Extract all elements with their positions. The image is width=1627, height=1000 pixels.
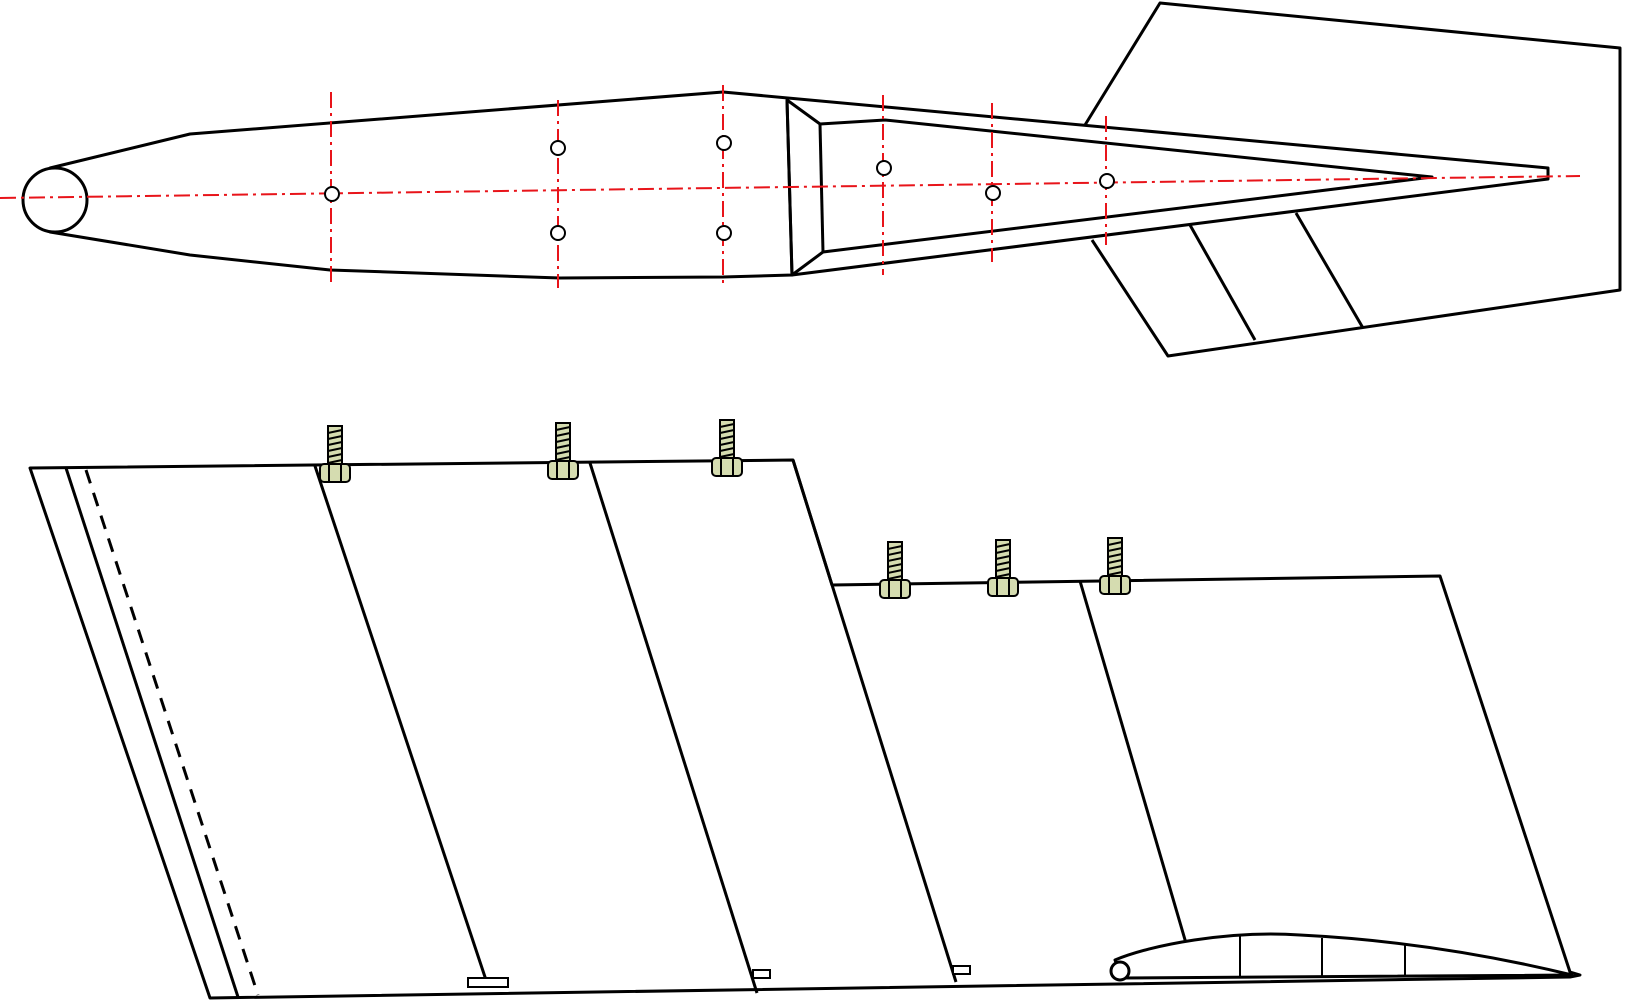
bottom-tab (952, 965, 971, 975)
mounting-hole (985, 185, 1001, 201)
fin-stripe-1 (1188, 224, 1257, 341)
spar-inner-joint (818, 123, 825, 253)
airfoil-spar-circle (1109, 960, 1131, 982)
wing-panel-outline (28, 458, 1582, 1000)
mounting-hole (876, 160, 892, 176)
bolt-icon (711, 419, 743, 477)
mounting-hole (550, 140, 566, 156)
bolt-icon (319, 425, 351, 483)
bolt-icon (547, 422, 579, 480)
nose-hinge-circle (21, 166, 89, 234)
bolt-icon (879, 541, 911, 599)
airfoil-profile (1113, 932, 1574, 980)
rib-divider-1 (313, 465, 490, 987)
mounting-hole (716, 135, 732, 151)
center-axis (0, 175, 1581, 199)
mounting-hole (324, 186, 340, 202)
leading-edge-inner (64, 467, 240, 998)
bolt-group (319, 419, 1131, 599)
rib-divider-4 (1078, 580, 1190, 951)
rib-divider-2 (588, 462, 759, 994)
mounting-hole (1099, 173, 1115, 189)
side-view (28, 419, 1582, 1000)
fin-stripe-2 (1294, 212, 1365, 329)
tail-fin (1083, 1, 1622, 358)
bolt-icon (1099, 537, 1131, 595)
rib-divider-3 (791, 459, 958, 983)
spar-outline (48, 90, 1550, 280)
bolt-icon (987, 539, 1019, 597)
mounting-hole (716, 225, 732, 241)
bottom-tab (752, 969, 771, 979)
mounting-hole (550, 225, 566, 241)
bottom-tab (467, 977, 509, 988)
top-view (0, 1, 1622, 358)
leading-edge-dashed (84, 469, 260, 996)
